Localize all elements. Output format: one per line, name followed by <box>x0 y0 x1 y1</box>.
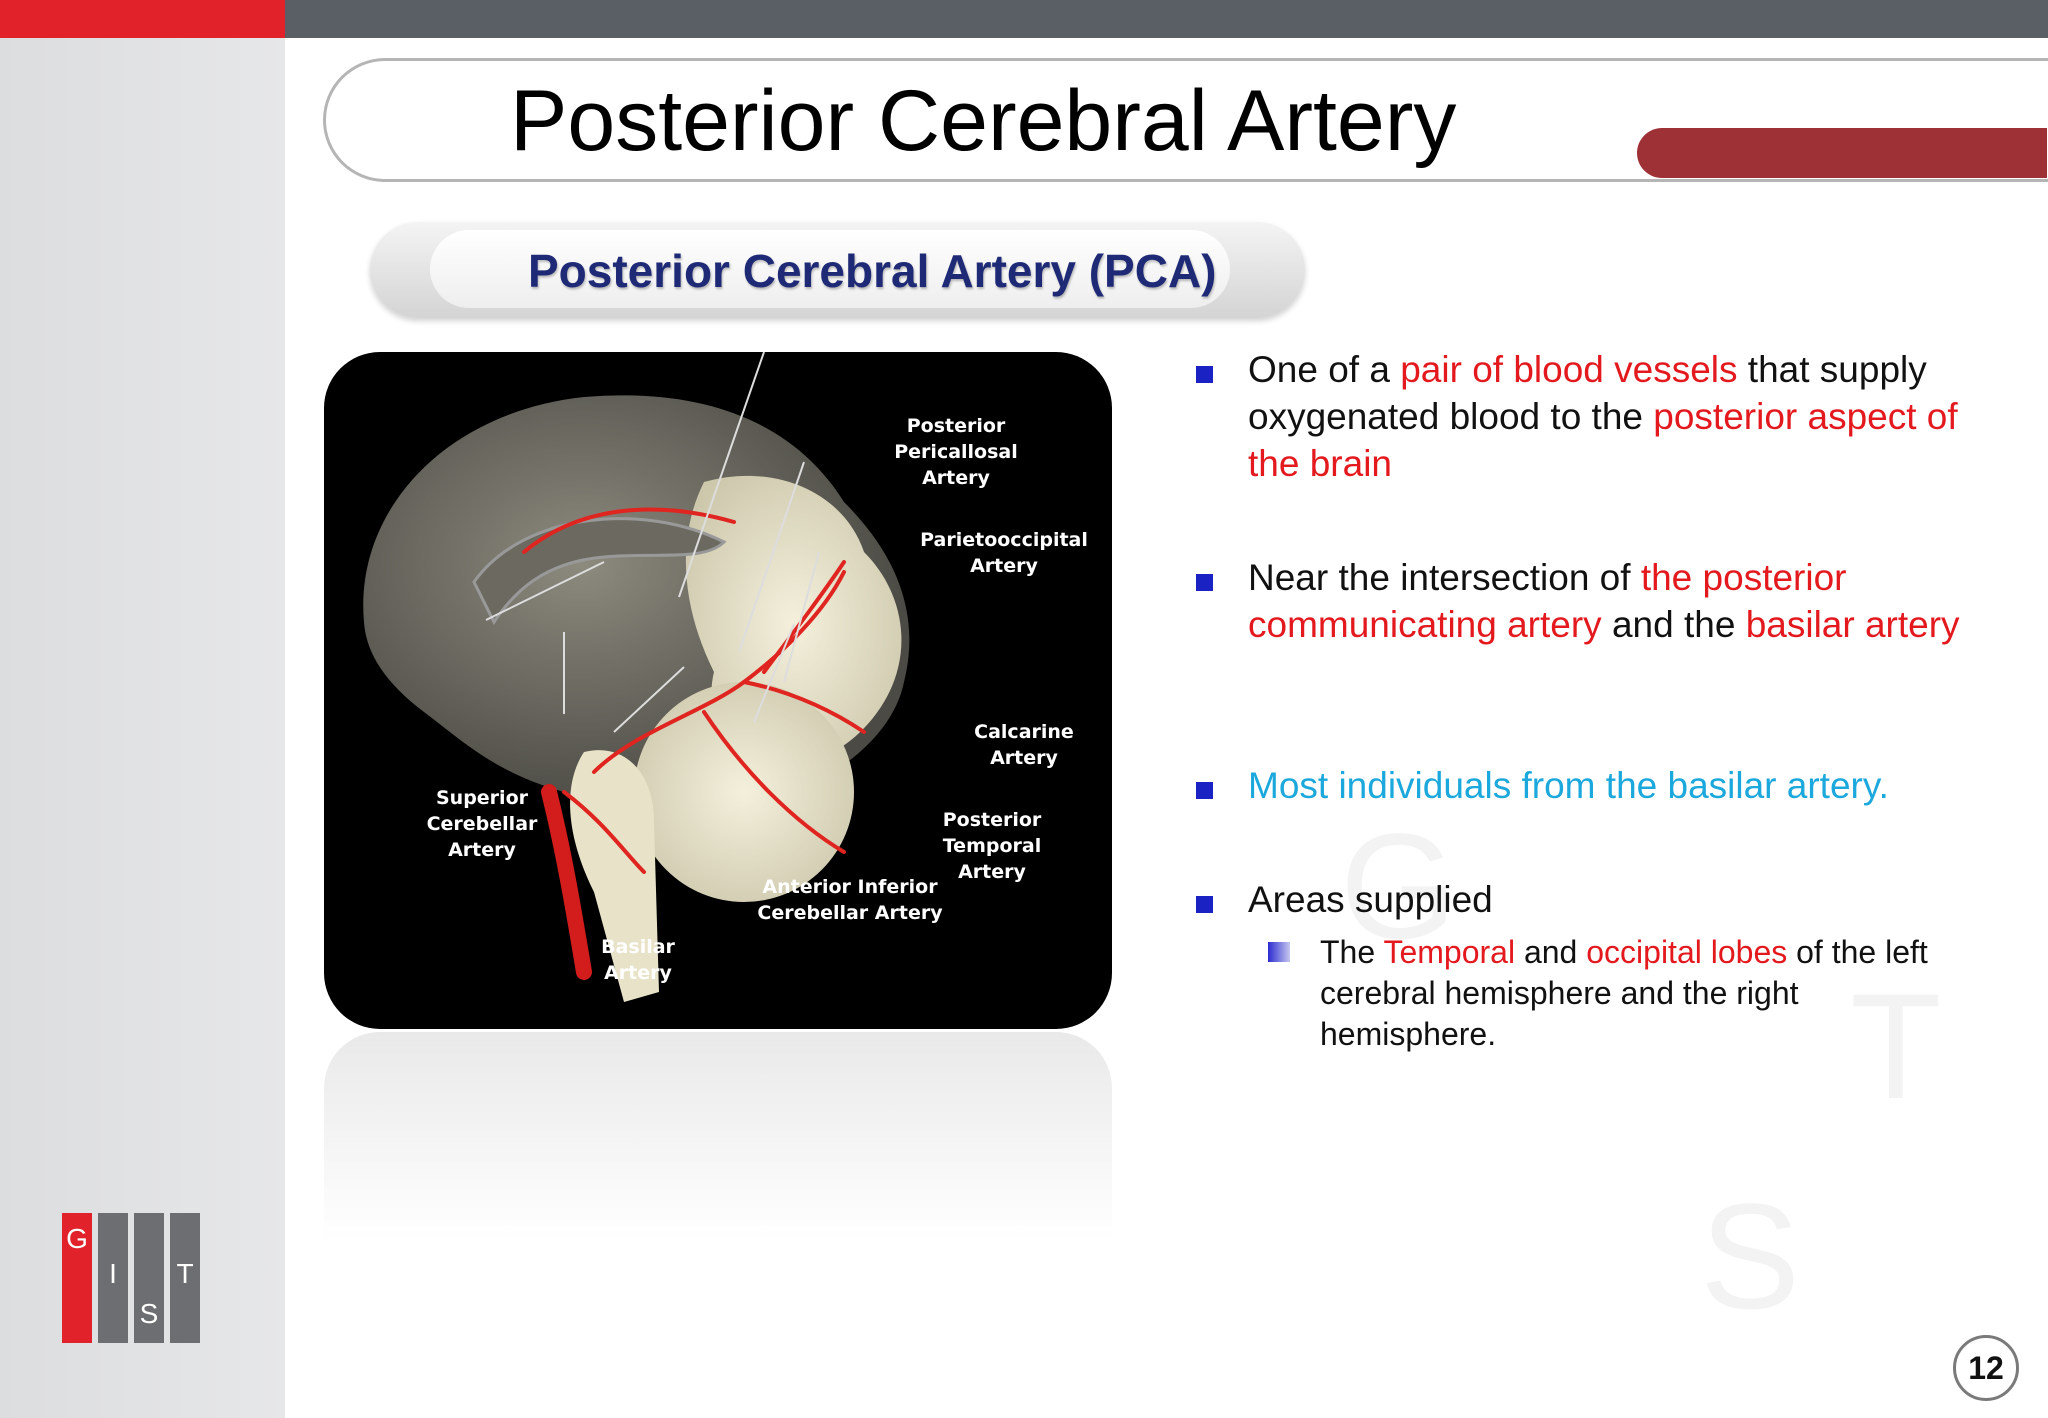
bullet-1-part-1: One of a <box>1248 349 1401 390</box>
label-superior-cerebellar-1: Superior <box>436 787 529 809</box>
superior-cerebellar-artery-vessel <box>562 790 646 874</box>
svg-text:Basilar: Basilar <box>601 936 675 958</box>
bullet-text: Near the intersection of the posterior c… <box>1248 554 1988 648</box>
svg-text:Artery: Artery <box>922 467 990 489</box>
label-posterior-pericallosal-3: Artery <box>922 467 990 489</box>
bullet-square-icon <box>1196 366 1213 383</box>
watermark-t: T <box>1850 962 1942 1130</box>
sub-bullet-part-2: Temporal <box>1383 934 1516 970</box>
svg-text:Posterior: Posterior <box>907 415 1006 437</box>
bullet-square-icon <box>1196 896 1213 913</box>
svg-text:Posterior: Posterior <box>943 809 1042 831</box>
svg-text:Artery: Artery <box>958 861 1026 883</box>
page-number: 12 <box>1953 1335 2019 1401</box>
bullet-2-part-4: basilar artery <box>1745 604 1960 645</box>
temporal-leader <box>753 623 795 723</box>
basilar-artery-vessel <box>541 784 592 980</box>
label-posterior-temporal-1: Posterior <box>943 809 1042 831</box>
logo-letter-i: I <box>98 1213 128 1343</box>
label-calcarine-2: Artery <box>990 747 1058 769</box>
section-subtitle: Posterior Cerebral Artery (PCA) <box>528 245 1217 297</box>
label-aica-2: Cerebellar Artery <box>757 902 943 924</box>
svg-text:Superior: Superior <box>436 787 529 809</box>
sub-bullet-part-3: and <box>1515 934 1587 970</box>
brainstem <box>570 750 659 1002</box>
logo-letter-s: S <box>134 1213 164 1343</box>
svg-text:Anterior Inferior: Anterior Inferior <box>762 876 938 898</box>
brain-illustration: Posterior Pericallosal Artery Parietoocc… <box>363 352 1088 1002</box>
label-parietooccipital-1: Parietooccipital <box>920 529 1088 551</box>
svg-text:Artery: Artery <box>990 747 1058 769</box>
sub-bullet-part-4: occipital lobes <box>1586 934 1788 970</box>
calcarine-artery-vessel <box>742 680 866 734</box>
svg-text:Cerebellar Artery: Cerebellar Artery <box>757 902 943 924</box>
aica-leader <box>613 666 685 733</box>
label-posterior-temporal-2: Temporal <box>943 835 1041 857</box>
svg-text:Pericallosal: Pericallosal <box>894 441 1018 463</box>
logo-letter-t: T <box>170 1213 200 1343</box>
left-sidebar-band <box>0 0 285 1418</box>
watermark-g: G <box>1340 802 1457 970</box>
subtitle-pill <box>370 222 1305 318</box>
svg-text:Artery: Artery <box>604 962 672 984</box>
svg-text:Artery: Artery <box>970 555 1038 577</box>
bullet-1-part-2: pair of blood vessels <box>1400 349 1738 390</box>
sub-bullet-part-5: of the left cerebral hemisphere and the … <box>1320 934 1928 1052</box>
label-basilar-1: Basilar <box>601 936 675 958</box>
superior-cerebellar-leader <box>485 561 605 621</box>
label-superior-cerebellar-3: Artery <box>448 839 516 861</box>
label-superior-cerebellar-2: Cerebellar <box>427 813 538 835</box>
brain-figure: Posterior Pericallosal Artery Parietoocc… <box>324 352 1112 1029</box>
calcarine-leader <box>783 551 820 683</box>
top-red-bar <box>0 0 285 38</box>
svg-text:Cerebellar: Cerebellar <box>427 813 538 835</box>
pericallosal-leader <box>678 352 765 598</box>
logo-letter-g: G <box>62 1213 92 1343</box>
bullet-2-part-1: Near the intersection of <box>1248 557 1641 598</box>
bullet-text: Areas supplied <box>1248 879 1493 920</box>
bullet-2-part-3: and the <box>1601 604 1746 645</box>
title-frame <box>323 58 2048 182</box>
posterior-temporal-artery-vessel <box>702 710 846 854</box>
slide-title: Posterior Cerebral Artery <box>510 73 1457 169</box>
bullet-text: One of a pair of blood vessels that supp… <box>1248 346 1988 487</box>
label-posterior-temporal-3: Artery <box>958 861 1026 883</box>
svg-text:Temporal: Temporal <box>943 835 1041 857</box>
label-calcarine-1: Calcarine <box>974 721 1074 743</box>
svg-text:Parietooccipital: Parietooccipital <box>920 529 1088 551</box>
label-parietooccipital-2: Artery <box>970 555 1038 577</box>
svg-text:Artery: Artery <box>448 839 516 861</box>
title-accent-pill <box>1637 128 2047 178</box>
label-aica-1: Anterior Inferior <box>762 876 938 898</box>
label-posterior-pericallosal-2: Pericallosal <box>894 441 1018 463</box>
bullet-1-part-4: posterior aspect of the brain <box>1248 396 1958 484</box>
svg-text:Calcarine: Calcarine <box>974 721 1074 743</box>
watermark-s: S <box>1700 1172 1801 1340</box>
parietooccipital-artery-vessel <box>762 560 846 674</box>
label-basilar-2: Artery <box>604 962 672 984</box>
top-gray-bar <box>285 0 2048 38</box>
sub-bullet-square-icon <box>1268 942 1290 962</box>
bullet-text: Most individuals from the basilar artery… <box>1248 765 1889 806</box>
bullet-1-part-3: that supply oxygenated blood to the <box>1248 349 1927 437</box>
sub-bullet-text: The Temporal and occipital lobes of the … <box>1320 932 1970 1055</box>
bullet-2-part-2: the posterior communicating artery <box>1248 557 1847 645</box>
label-posterior-pericallosal-1: Posterior <box>907 415 1006 437</box>
cerebellum <box>634 682 854 902</box>
bullet-square-icon <box>1196 782 1213 799</box>
parietooccipital-leader <box>738 461 805 653</box>
figure-reflection <box>324 1032 1112 1242</box>
sub-bullet-part-1: The <box>1320 934 1384 970</box>
gist-logo: G I S T <box>62 1213 204 1343</box>
bullet-square-icon <box>1196 574 1213 591</box>
